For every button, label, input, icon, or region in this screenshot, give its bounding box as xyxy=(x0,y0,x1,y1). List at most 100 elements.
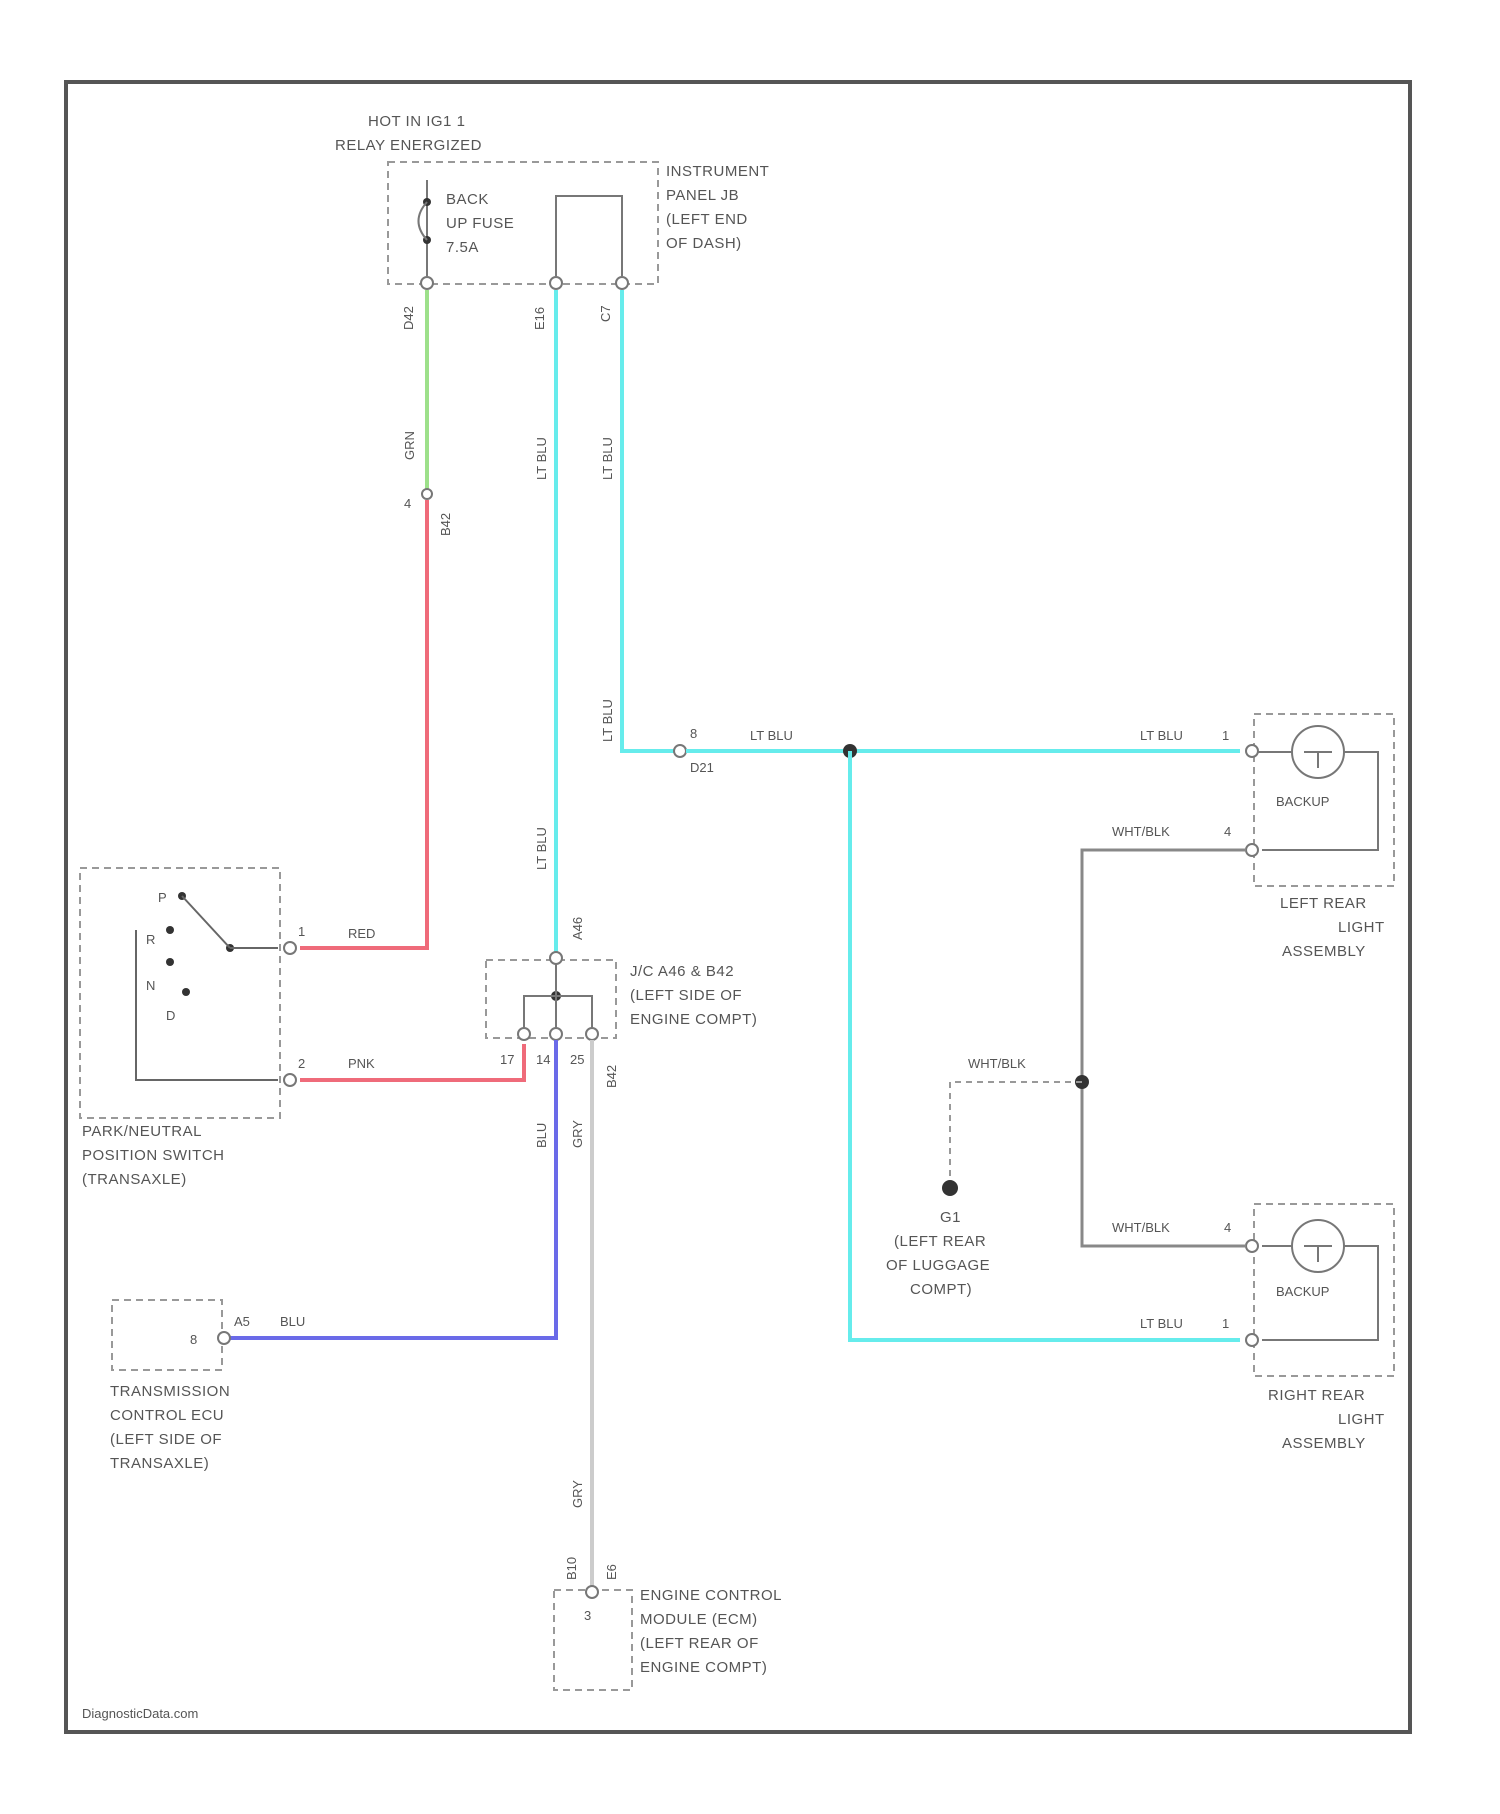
connector-d21 xyxy=(674,745,686,757)
wire-blu xyxy=(230,1040,556,1338)
jc-terminal-top xyxy=(550,952,562,964)
right-light-label-3: ASSEMBLY xyxy=(1282,1435,1366,1452)
ground-icon xyxy=(942,1180,958,1196)
connector-label-a46: A46 xyxy=(570,917,585,940)
jc-terminal-2 xyxy=(550,1028,562,1040)
wire-label-wht-blk-1: WHT/BLK xyxy=(1112,824,1170,839)
selector-switch-icon xyxy=(136,892,278,1080)
ecm-label-1: ENGINE CONTROL xyxy=(640,1587,782,1604)
left-backup-label: BACKUP xyxy=(1276,794,1329,809)
pin-4-top: 4 xyxy=(404,496,411,511)
switch-terminal-2 xyxy=(284,1074,296,1086)
left-backup-bulb-icon xyxy=(1250,726,1378,850)
right-backup-bulb-icon xyxy=(1262,1220,1378,1340)
fuse-label-3: 7.5A xyxy=(446,239,479,256)
connector-label-d42: D42 xyxy=(401,306,416,330)
connector-b42-top xyxy=(422,489,432,499)
tcm-label-3: (LEFT SIDE OF xyxy=(110,1431,222,1448)
right-light-label-1: RIGHT REAR xyxy=(1268,1387,1365,1404)
ipjb-label-2: PANEL JB xyxy=(666,187,739,204)
ipjb-terminal-left xyxy=(550,277,562,289)
ipjb-terminal-fuse xyxy=(421,277,433,289)
ecm-terminal xyxy=(586,1586,598,1598)
left-light-terminal-1 xyxy=(1246,745,1258,757)
jc-label-1: J/C A46 & B42 xyxy=(630,963,734,980)
jc-pin-14: 14 xyxy=(536,1052,550,1067)
tcm-label-2: CONTROL ECU xyxy=(110,1407,224,1424)
wire-label-lt-blu-6: LT BLU xyxy=(1140,728,1183,743)
tcm-label-4: TRANSAXLE) xyxy=(110,1455,209,1472)
ipjb-terminal-right xyxy=(616,277,628,289)
wire-label-grn: GRN xyxy=(402,431,417,460)
switch-pin-1: 1 xyxy=(298,924,305,939)
ground-label-2: OF LUGGAGE xyxy=(886,1257,990,1274)
wire-label-gry-1: GRY xyxy=(570,1120,585,1148)
switch-pos-p: P xyxy=(158,890,167,905)
wire-label-lt-blu-5: LT BLU xyxy=(750,728,793,743)
ipjb-label-4: OF DASH) xyxy=(666,235,742,252)
power-source-label-1: HOT IN IG1 1 xyxy=(368,113,465,130)
wire-wht-blk-to-ground xyxy=(950,1082,1082,1184)
ecm-label-3: (LEFT REAR OF xyxy=(640,1635,759,1652)
backup-fuse-icon xyxy=(419,180,432,276)
switch-label-3: (TRANSAXLE) xyxy=(82,1171,187,1188)
wire-label-lt-blu-2: LT BLU xyxy=(534,827,549,870)
connector-label-c7: C7 xyxy=(598,305,613,322)
left-light-label-1: LEFT REAR xyxy=(1280,895,1367,912)
fuse-label-2: UP FUSE xyxy=(446,215,514,232)
ground-label-3: COMPT) xyxy=(910,1281,972,1298)
switch-pin-2: 2 xyxy=(298,1056,305,1071)
wire-label-pnk: PNK xyxy=(348,1056,375,1071)
pin-1-left-light: 1 xyxy=(1222,728,1229,743)
power-source-label-2: RELAY ENERGIZED xyxy=(335,137,482,154)
instrument-panel-jb-box xyxy=(388,162,658,284)
jc-label-2: (LEFT SIDE OF xyxy=(630,987,742,1004)
wire-wht-blk xyxy=(1082,850,1246,1246)
jc-pin-17: 17 xyxy=(500,1052,514,1067)
wire-label-wht-blk-2: WHT/BLK xyxy=(1112,1220,1170,1235)
pin-4-right-light: 4 xyxy=(1224,1220,1231,1235)
connector-label-e6: E6 xyxy=(604,1564,619,1580)
left-light-label-2: LIGHT xyxy=(1338,919,1385,936)
switch-label-1: PARK/NEUTRAL xyxy=(82,1123,202,1140)
wire-label-gry-2: GRY xyxy=(570,1480,585,1508)
left-light-terminal-4 xyxy=(1246,844,1258,856)
switch-pos-n: N xyxy=(146,978,155,993)
fuse-label-1: BACK xyxy=(446,191,489,208)
ipjb-label-3: (LEFT END xyxy=(666,211,748,228)
transmission-ecu-box xyxy=(112,1300,222,1370)
connector-label-a5: A5 xyxy=(234,1314,250,1329)
connector-label-b42-bottom: B42 xyxy=(604,1065,619,1088)
wire-pnk xyxy=(300,1044,524,1080)
pin-1-right-light: 1 xyxy=(1222,1316,1229,1331)
wire-label-wht-blk-3: WHT/BLK xyxy=(968,1056,1026,1071)
pin-4-left-light: 4 xyxy=(1224,824,1231,839)
jc-terminal-3 xyxy=(586,1028,598,1040)
ground-label-1: (LEFT REAR xyxy=(894,1233,986,1250)
wire-red xyxy=(300,500,427,948)
left-light-label-3: ASSEMBLY xyxy=(1282,943,1366,960)
wire-lt-blu-right xyxy=(622,290,685,751)
connector-label-b42-top: B42 xyxy=(438,513,453,536)
wire-label-blu-vertical: BLU xyxy=(534,1123,549,1148)
wire-label-lt-blu-3: LT BLU xyxy=(600,437,615,480)
ground-id: G1 xyxy=(940,1209,961,1226)
right-light-label-2: LIGHT xyxy=(1338,1411,1385,1428)
wire-label-lt-blu-7: LT BLU xyxy=(1140,1316,1183,1331)
switch-pos-r: R xyxy=(146,932,155,947)
wire-label-lt-blu-1: LT BLU xyxy=(534,437,549,480)
wire-label-red: RED xyxy=(348,926,375,941)
tcm-terminal xyxy=(218,1332,230,1344)
switch-label-2: POSITION SWITCH xyxy=(82,1147,225,1164)
ecm-label-2: MODULE (ECM) xyxy=(640,1611,758,1628)
diagram-frame xyxy=(66,82,1410,1732)
tcm-pin-8: 8 xyxy=(190,1332,197,1347)
connector-label-b10: B10 xyxy=(564,1557,579,1580)
source-credit: DiagnosticData.com xyxy=(82,1706,198,1721)
ecm-pin-3: 3 xyxy=(584,1608,591,1623)
ipjb-internal-bus xyxy=(556,196,622,276)
switch-terminal-1 xyxy=(284,942,296,954)
jc-pin-25: 25 xyxy=(570,1052,584,1067)
pin-8-d21: 8 xyxy=(690,726,697,741)
switch-pos-d: D xyxy=(166,1008,175,1023)
